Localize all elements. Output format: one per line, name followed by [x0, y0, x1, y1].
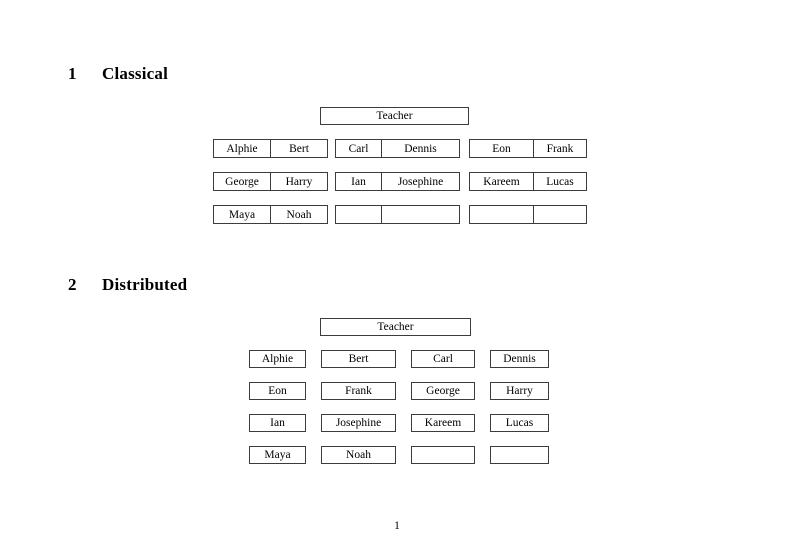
table-cell-empty — [411, 446, 475, 464]
table-cell: Noah — [321, 446, 396, 464]
table-cell: Dennis — [490, 350, 549, 368]
table-cell: Dennis — [381, 139, 460, 158]
cell-gap — [396, 382, 411, 400]
distributed-row: Maya Noah — [249, 446, 549, 464]
cell-gap — [306, 382, 321, 400]
classical-row — [469, 205, 587, 224]
table-cell: Ian — [249, 414, 306, 432]
table-cell-empty — [490, 446, 549, 464]
cell-gap — [475, 350, 490, 368]
table-cell: Josephine — [381, 172, 460, 191]
distributed-row: Eon Frank George Harry — [249, 382, 549, 400]
table-cell: Frank — [321, 382, 396, 400]
section-heading-classical: 1 Classical — [68, 64, 168, 84]
cell-gap — [396, 414, 411, 432]
table-cell-empty — [469, 205, 534, 224]
table-cell-empty — [533, 205, 587, 224]
table-cell: Bert — [270, 139, 328, 158]
table-cell: George — [411, 382, 475, 400]
table-cell: Alphie — [249, 350, 306, 368]
cell-gap — [306, 350, 321, 368]
table-cell: Maya — [213, 205, 271, 224]
table-cell-empty — [335, 205, 382, 224]
cell-gap — [396, 350, 411, 368]
section-number: 2 — [68, 275, 77, 294]
table-cell: Alphie — [213, 139, 271, 158]
table-cell: Josephine — [321, 414, 396, 432]
teacher-box-distributed: Teacher — [320, 318, 471, 336]
teacher-box-classical: Teacher — [320, 107, 469, 125]
section-title: Distributed — [102, 275, 188, 294]
table-cell: Eon — [249, 382, 306, 400]
table-cell: Maya — [249, 446, 306, 464]
cell-gap — [475, 382, 490, 400]
cell-gap — [475, 446, 490, 464]
distributed-row: Ian Josephine Kareem Lucas — [249, 414, 549, 432]
section-number: 1 — [68, 64, 77, 83]
table-cell: Noah — [270, 205, 328, 224]
table-cell: Ian — [335, 172, 382, 191]
cell-gap — [396, 446, 411, 464]
table-cell: Carl — [411, 350, 475, 368]
table-cell: Bert — [321, 350, 396, 368]
table-cell: Eon — [469, 139, 534, 158]
cell-gap — [306, 446, 321, 464]
table-cell: George — [213, 172, 271, 191]
cell-gap — [475, 414, 490, 432]
distributed-row: Alphie Bert Carl Dennis — [249, 350, 549, 368]
table-cell: Harry — [490, 382, 549, 400]
table-cell: Kareem — [469, 172, 534, 191]
section-heading-distributed: 2 Distributed — [68, 275, 187, 295]
classical-row — [335, 205, 460, 224]
table-cell: Lucas — [533, 172, 587, 191]
section-title: Classical — [102, 64, 169, 83]
table-cell: Harry — [270, 172, 328, 191]
table-cell: Carl — [335, 139, 382, 158]
table-cell: Kareem — [411, 414, 475, 432]
table-cell: Lucas — [490, 414, 549, 432]
page-number: 1 — [394, 520, 400, 532]
table-cell-empty — [381, 205, 460, 224]
table-cell: Frank — [533, 139, 587, 158]
cell-gap — [306, 414, 321, 432]
